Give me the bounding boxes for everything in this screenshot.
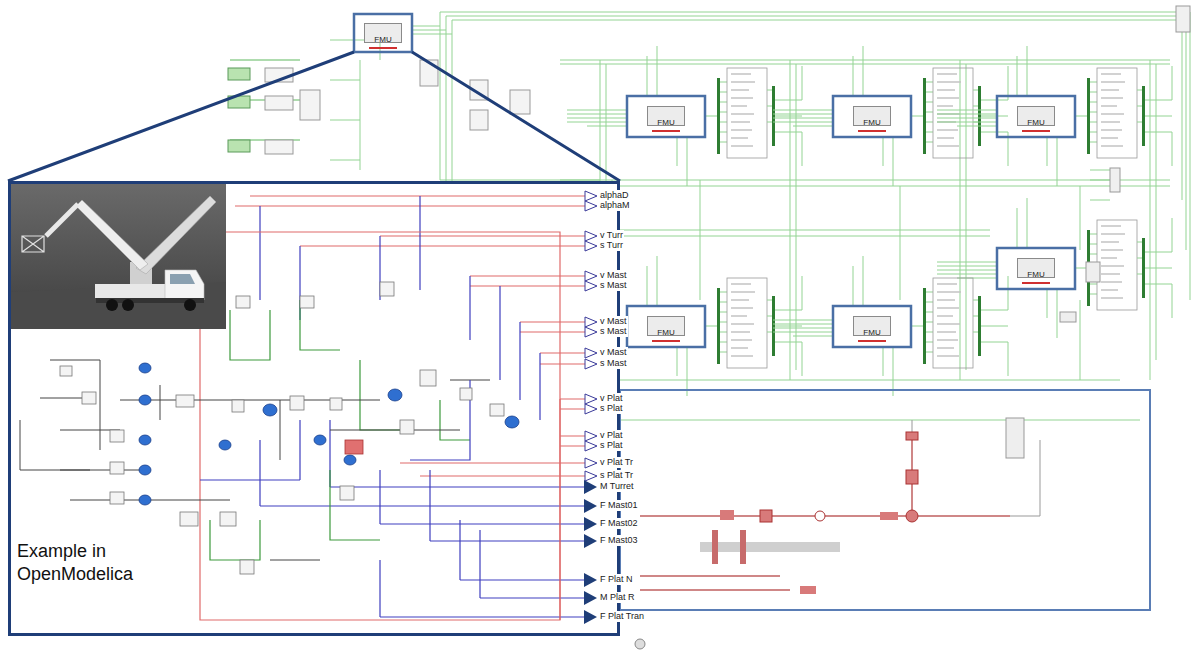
fmu-block: FMU — [364, 23, 402, 43]
port-name: s Plat Tr — [599, 470, 634, 481]
port-name: M Turret — [599, 481, 635, 492]
port-name: M Plat R — [599, 592, 636, 603]
port-name: s Mast — [599, 280, 628, 291]
fmu-bar — [858, 130, 886, 132]
port-name: F Mast02 — [599, 518, 639, 529]
fmu-bar — [1022, 130, 1050, 132]
truck-render — [10, 183, 226, 329]
fmu-bar — [858, 340, 886, 342]
inset-ground — [8, 181, 620, 636]
fmu-label: FMU — [657, 328, 674, 338]
port-name: F Plat N — [599, 574, 634, 585]
fmu-label: FMU — [374, 35, 391, 45]
port-name: s Mast — [599, 358, 628, 369]
fmu-block: FMU — [1017, 258, 1055, 278]
zoom-lines — [8, 52, 620, 181]
port-name: F Mast01 — [599, 500, 639, 511]
fmu-bar — [369, 47, 397, 49]
fmu-label: FMU — [1027, 118, 1044, 128]
port-name: s Turr — [599, 240, 624, 251]
fmu-bar — [1022, 282, 1050, 284]
port-name: F Mast03 — [599, 535, 639, 546]
port-symbols — [584, 191, 597, 624]
port-name: alphaM — [599, 200, 631, 211]
port-name: F Plat Tran — [599, 611, 645, 622]
fmu-block: FMU — [853, 316, 891, 336]
port-name: v Mast — [599, 347, 628, 358]
fmu-block: FMU — [647, 316, 685, 336]
port-name: v Plat Tr — [599, 457, 634, 468]
fmu-block: FMU — [853, 106, 891, 126]
inset-frame: Example in OpenModelica — [8, 181, 620, 636]
hydraulic-circuit — [620, 390, 1150, 649]
port-name: s Plat — [599, 403, 624, 414]
fmu-label: FMU — [863, 328, 880, 338]
fmu-label: FMU — [1027, 270, 1044, 280]
fmu-label: FMU — [657, 118, 674, 128]
fmu-block: FMU — [1017, 106, 1055, 126]
fmu-bar — [652, 340, 680, 342]
fmu-label: FMU — [863, 118, 880, 128]
port-name: s Mast — [599, 326, 628, 337]
port-name: s Plat — [599, 440, 624, 451]
inset-caption: Example in OpenModelica — [17, 540, 149, 586]
fmu-bar — [652, 130, 680, 132]
fmu-block: FMU — [647, 106, 685, 126]
